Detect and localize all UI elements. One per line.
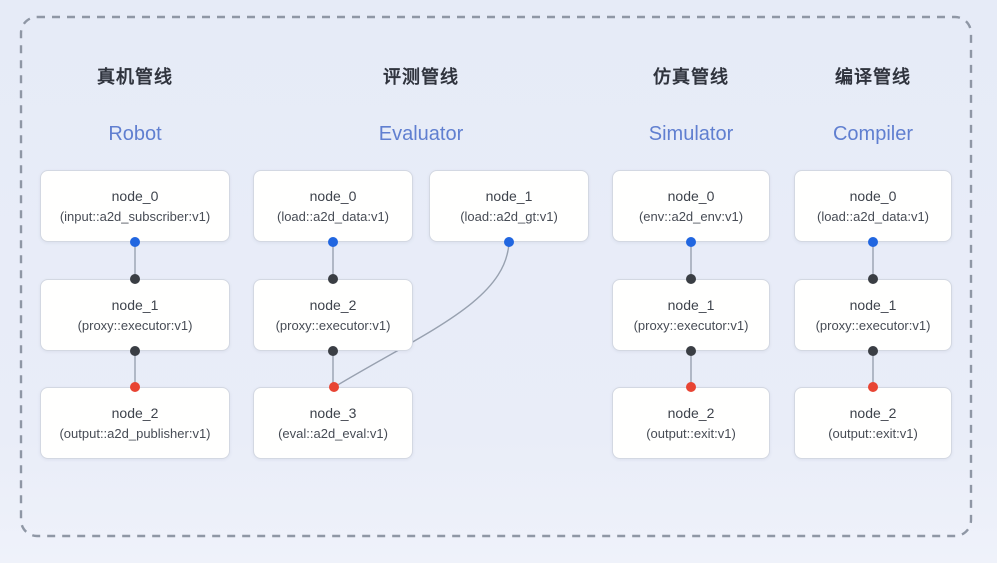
node-name: node_0 bbox=[309, 188, 357, 204]
node-type: (output::exit:v1) bbox=[828, 426, 918, 441]
node-type: (input::a2d_subscriber:v1) bbox=[59, 209, 211, 224]
node-compiler-0: node_0 (load::a2d_data:v1) bbox=[794, 170, 952, 242]
pipeline-title-en-robot: Robot bbox=[108, 123, 162, 145]
node-name: node_0 bbox=[667, 188, 715, 204]
node-name: node_2 bbox=[849, 405, 897, 421]
node-type: (load::a2d_data:v1) bbox=[276, 209, 390, 224]
node-robot-0: node_0 (input::a2d_subscriber:v1) bbox=[40, 170, 230, 242]
node-type: (proxy::executor:v1) bbox=[815, 318, 931, 333]
node-name: node_1 bbox=[485, 188, 533, 204]
pipeline-title-en-evaluator: Evaluator bbox=[378, 123, 464, 145]
node-type: (load::a2d_data:v1) bbox=[816, 209, 930, 224]
node-type: (proxy::executor:v1) bbox=[77, 318, 193, 333]
node-type: (load::a2d_gt:v1) bbox=[460, 209, 558, 224]
node-type: (output::exit:v1) bbox=[646, 426, 736, 441]
pipeline-title-zh-compiler: 编译管线 bbox=[835, 67, 911, 87]
node-simulator-1: node_1 (proxy::executor:v1) bbox=[612, 279, 770, 351]
pipeline-title-zh-robot: 真机管线 bbox=[97, 67, 173, 87]
node-name: node_2 bbox=[111, 405, 159, 421]
node-type: (env::a2d_env:v1) bbox=[638, 209, 744, 224]
node-name: node_0 bbox=[849, 188, 897, 204]
node-name: node_1 bbox=[849, 297, 897, 313]
node-name: node_2 bbox=[309, 297, 357, 313]
node-evaluator-1: node_1 (load::a2d_gt:v1) bbox=[429, 170, 589, 242]
node-name: node_0 bbox=[111, 188, 159, 204]
node-evaluator-3: node_3 (eval::a2d_eval:v1) bbox=[253, 387, 413, 459]
node-name: node_2 bbox=[667, 405, 715, 421]
node-robot-1: node_1 (proxy::executor:v1) bbox=[40, 279, 230, 351]
node-name: node_1 bbox=[667, 297, 715, 313]
node-type: (output::a2d_publisher:v1) bbox=[59, 426, 211, 441]
node-evaluator-0: node_0 (load::a2d_data:v1) bbox=[253, 170, 413, 242]
node-evaluator-2: node_2 (proxy::executor:v1) bbox=[253, 279, 413, 351]
node-type: (proxy::executor:v1) bbox=[275, 318, 391, 333]
node-type: (eval::a2d_eval:v1) bbox=[278, 426, 388, 441]
node-simulator-2: node_2 (output::exit:v1) bbox=[612, 387, 770, 459]
node-name: node_1 bbox=[111, 297, 159, 313]
node-simulator-0: node_0 (env::a2d_env:v1) bbox=[612, 170, 770, 242]
pipeline-title-en-compiler: Compiler bbox=[832, 123, 914, 145]
pipeline-title-en-simulator: Simulator bbox=[648, 123, 734, 145]
node-compiler-1: node_1 (proxy::executor:v1) bbox=[794, 279, 952, 351]
node-name: node_3 bbox=[309, 405, 357, 421]
pipeline-title-zh-simulator: 仿真管线 bbox=[653, 67, 729, 87]
node-type: (proxy::executor:v1) bbox=[633, 318, 749, 333]
pipeline-title-zh-evaluator: 评测管线 bbox=[383, 67, 459, 87]
node-compiler-2: node_2 (output::exit:v1) bbox=[794, 387, 952, 459]
node-robot-2: node_2 (output::a2d_publisher:v1) bbox=[40, 387, 230, 459]
